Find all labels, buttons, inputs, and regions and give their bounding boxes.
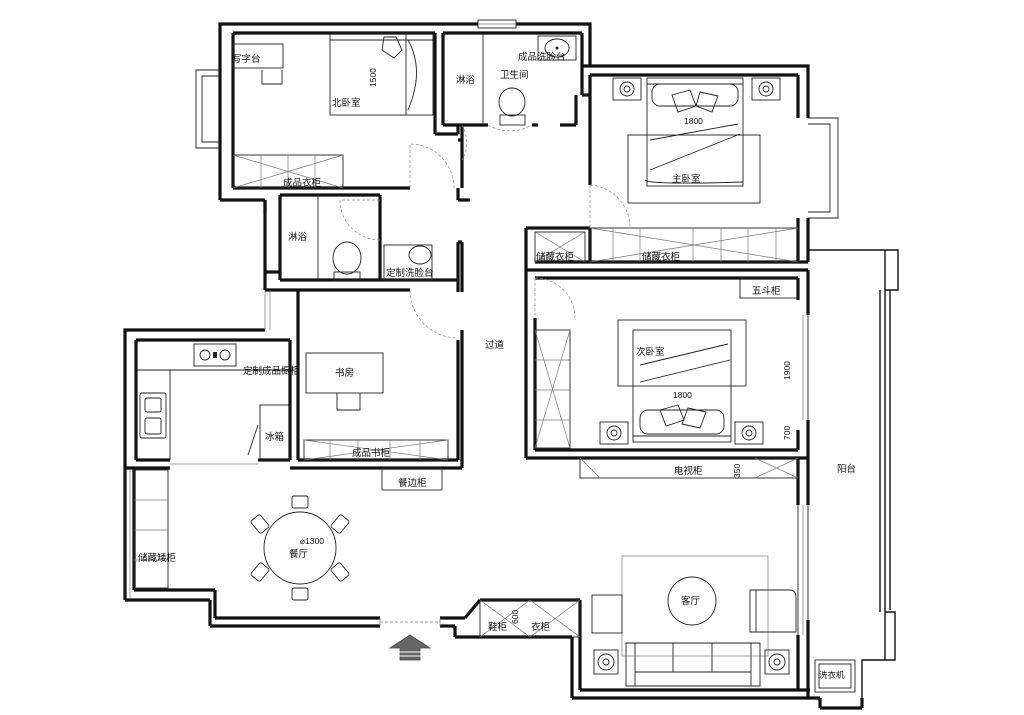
second-bedroom-furniture xyxy=(534,277,799,479)
label-table-size: ⌀1300 xyxy=(300,536,324,546)
label-tv-cabinet: 电视柜 xyxy=(674,465,703,477)
label-bookcase: 成品书柜 xyxy=(352,447,391,459)
label-dining-room: 餐厅 xyxy=(289,548,309,560)
label-bed-1800-second: 1800 xyxy=(673,390,692,400)
master-bedroom-furniture xyxy=(534,77,799,263)
label-bathroom: 卫生间 xyxy=(500,69,529,81)
windows xyxy=(124,19,839,635)
label-fridge: 冰箱 xyxy=(265,431,284,443)
label-dim-1500: 1500 xyxy=(368,68,378,87)
label-shower-1: 淋浴 xyxy=(456,74,476,86)
label-bed-1800-master: 1800 xyxy=(684,116,703,126)
label-sideboard: 餐边柜 xyxy=(398,477,427,489)
label-washing-machine: 洗衣机 xyxy=(819,670,845,680)
label-coat-cabinet: 衣柜 xyxy=(531,621,551,633)
living-furniture xyxy=(479,555,856,693)
label-vanity-custom: 定制洗脸台 xyxy=(386,267,434,279)
label-north-bedroom: 北卧室 xyxy=(332,97,361,109)
label-vanity-finished: 成品洗脸台 xyxy=(518,51,566,63)
bathroom-2-fixtures xyxy=(317,195,433,281)
label-corridor: 过道 xyxy=(485,339,505,351)
label-dim-350: 350 xyxy=(732,464,742,478)
label-shoe-cabinet: 鞋柜 xyxy=(488,621,508,633)
label-dim-700: 700 xyxy=(782,426,792,440)
label-custom-cabinet: 定制成品橱柜 xyxy=(243,365,301,377)
label-living-room: 客厅 xyxy=(681,595,701,607)
label-chest-of-drawers: 五斗柜 xyxy=(752,285,781,297)
label-north-wardrobe: 成品衣柜 xyxy=(283,177,322,189)
label-dim-1900: 1900 xyxy=(782,361,792,380)
doors xyxy=(339,124,631,339)
label-storage-cabinet: 储藏矮柜 xyxy=(138,552,177,564)
label-master-bedroom: 主卧室 xyxy=(672,173,701,185)
study-furniture xyxy=(303,352,449,491)
label-storage-wardrobe-right: 储藏衣柜 xyxy=(642,251,681,263)
room-labels: 写字台 北卧室 1500 成品衣柜 淋浴 成品洗脸台 卫生间 1800 主卧室 … xyxy=(138,51,856,680)
kitchen-fixtures xyxy=(136,343,291,461)
label-study: 书房 xyxy=(335,367,354,379)
label-shower-2: 淋浴 xyxy=(288,231,308,243)
label-second-bedroom: 次卧室 xyxy=(636,346,665,358)
bathroom-1-fixtures xyxy=(482,33,577,126)
label-storage-wardrobe-left: 储藏衣柜 xyxy=(536,251,575,263)
label-dim-600: 600 xyxy=(510,610,520,624)
label-balcony: 阳台 xyxy=(837,463,856,475)
dining-furniture xyxy=(133,469,350,601)
entrance-arrow xyxy=(388,634,432,661)
label-desk: 写字台 xyxy=(232,53,261,65)
north-bedroom-furniture xyxy=(232,32,434,189)
